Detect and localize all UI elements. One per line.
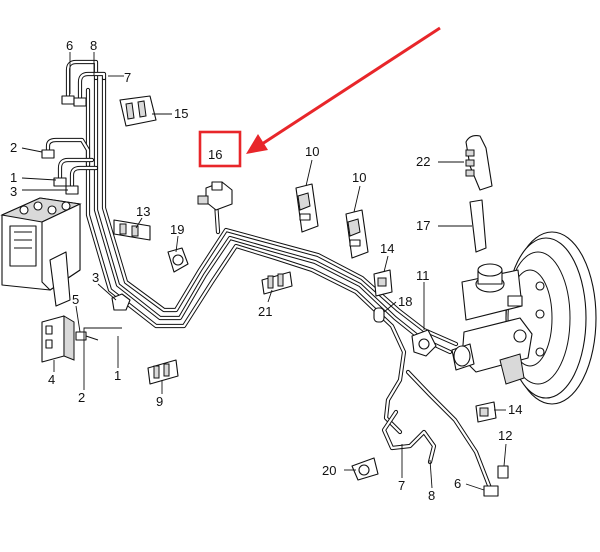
pipe-clip-14a — [373, 269, 393, 297]
fluid-reservoir — [461, 263, 545, 321]
pressure-sensor — [451, 343, 475, 371]
brake-distributor-16 — [197, 181, 233, 211]
callout-2-lower: 2 — [78, 390, 85, 405]
callout-9: 9 — [156, 394, 163, 409]
callout-1-upper: 1 — [10, 170, 17, 185]
callout-16: 16 — [208, 147, 222, 162]
pipe-clip-21 — [261, 271, 293, 295]
callout-6-lower: 6 — [454, 476, 461, 491]
highlight-arrow-head — [246, 134, 268, 154]
mounting-bolt — [75, 331, 99, 341]
pipe-holder-10a — [295, 183, 319, 233]
pipe-clip-12 — [497, 465, 509, 479]
callout-10-right: 10 — [352, 170, 366, 185]
callout-8-upper: 8 — [90, 38, 97, 53]
pipe-clip-20 — [351, 457, 379, 481]
callout-13: 13 — [136, 204, 150, 219]
master-cylinder — [461, 317, 533, 385]
pipe-fittings — [41, 95, 499, 497]
callout-2-upper: 2 — [10, 140, 17, 155]
callout-18: 18 — [398, 294, 412, 309]
callout-17: 17 — [416, 218, 430, 233]
callout-20: 20 — [322, 463, 336, 478]
abs-bracket — [41, 315, 75, 363]
callout-1-lower: 1 — [114, 368, 121, 383]
grommet-18 — [373, 307, 385, 323]
callout-labels: 6 8 7 15 2 1 3 16 10 10 22 17 13 19 14 1… — [10, 38, 522, 503]
callout-7-upper: 7 — [124, 70, 131, 85]
highlight-arrow-line — [261, 26, 441, 146]
seal-strip-17 — [469, 199, 487, 253]
leader-lines — [21, 52, 507, 491]
pipe-holder-10b — [345, 209, 369, 259]
callout-15: 15 — [174, 106, 188, 121]
callout-22: 22 — [416, 154, 430, 169]
callout-11: 11 — [416, 268, 430, 283]
callout-14-upper: 14 — [380, 241, 394, 256]
callout-21: 21 — [258, 304, 272, 319]
callout-12: 12 — [498, 428, 512, 443]
callout-19: 19 — [170, 222, 184, 237]
abs-hydraulic-unit — [0, 197, 82, 307]
pipe-clip-19 — [167, 247, 189, 273]
grommet-22 — [465, 135, 493, 191]
highlight-annotation — [198, 26, 441, 168]
callout-4: 4 — [48, 372, 55, 387]
callout-7-lower: 7 — [398, 478, 405, 493]
callout-3-lower: 3 — [92, 270, 99, 285]
mounting-nut — [111, 293, 131, 311]
callout-5: 5 — [72, 292, 79, 307]
hose-clamp-11 — [411, 329, 437, 357]
callout-10-left: 10 — [305, 144, 319, 159]
pipe-clip-9 — [147, 359, 179, 385]
highlight-box — [198, 130, 242, 168]
pipe-clip-15 — [119, 95, 157, 127]
callout-8-lower: 8 — [428, 488, 435, 503]
callout-6-upper: 6 — [66, 38, 73, 53]
pipe-clip-13 — [113, 219, 151, 241]
callout-3-upper: 3 — [10, 184, 17, 199]
callout-14-lower: 14 — [508, 402, 522, 417]
pipe-clip-14b — [475, 401, 497, 423]
